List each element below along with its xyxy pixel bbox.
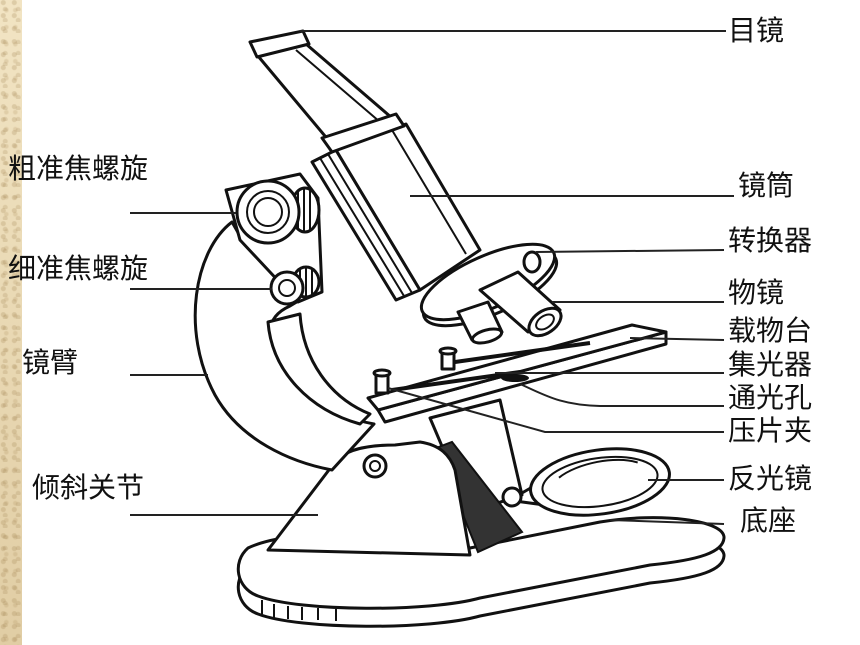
eyepiece <box>248 29 406 154</box>
arm <box>193 220 376 472</box>
clip-post-top <box>372 368 392 378</box>
label-clips: 压片夹 <box>728 414 812 447</box>
nosepiece-hole <box>522 250 542 274</box>
joint-screw-center <box>369 460 381 472</box>
labels: 目镜 镜筒 转换器 物镜 载物台 集光器 通光孔 压片夹 反光镜 底座 粗准焦螺… <box>8 14 812 537</box>
rack-teeth <box>319 153 413 297</box>
parchment-border <box>0 0 22 645</box>
aperture-hole <box>501 374 529 382</box>
tube-highlight <box>391 129 467 255</box>
eyepiece-cap <box>248 29 311 59</box>
label-stage: 载物台 <box>728 314 812 347</box>
clip-post-top <box>438 346 458 356</box>
label-coarse-focus: 粗准焦螺旋 <box>8 152 148 185</box>
label-eyepiece: 目镜 <box>728 14 784 47</box>
mirror-highlight <box>558 458 638 479</box>
mirror-pivot <box>501 486 523 508</box>
leader-stage <box>629 337 725 341</box>
label-condenser: 集光器 <box>728 348 812 381</box>
label-arm: 镜臂 <box>22 346 78 379</box>
leader-clips <box>387 387 724 433</box>
fine-focus-knob <box>269 265 321 306</box>
joint-screw <box>362 453 388 479</box>
base-hatching <box>261 600 337 621</box>
objective-small-tip <box>470 327 504 345</box>
label-tube: 镜筒 <box>738 169 794 202</box>
mirror-frame <box>529 447 671 517</box>
coarse-focus-knob <box>235 179 321 245</box>
clip-spring-back <box>454 341 591 364</box>
coarse-knob-ring <box>246 190 290 234</box>
leader-aperture <box>519 383 724 407</box>
fine-knob-face <box>269 270 305 306</box>
objective-large-lens <box>535 313 555 331</box>
clip-spring-front <box>391 370 521 392</box>
label-aperture: 通光孔 <box>728 381 812 414</box>
inclination-joint <box>266 440 524 557</box>
label-nosepiece: 转换器 <box>728 224 812 257</box>
leader-nosepiece <box>535 249 725 253</box>
stage-top <box>366 323 668 412</box>
stage-clip-back <box>438 346 458 371</box>
coarse-knob-center <box>253 197 283 227</box>
leader-base <box>609 519 725 525</box>
fine-knob-center <box>278 279 296 297</box>
label-objective: 物镜 <box>728 276 784 309</box>
eyepiece-collar <box>320 112 406 154</box>
arm-inner-face <box>266 312 372 426</box>
leader-lines <box>130 30 734 525</box>
body-tube <box>310 122 482 302</box>
mirror <box>501 447 671 517</box>
objective-lenses <box>456 270 563 345</box>
label-base: 底座 <box>740 504 796 537</box>
stage <box>366 323 668 424</box>
label-fine-focus: 细准焦螺旋 <box>8 252 148 285</box>
mirror-glass <box>541 455 659 509</box>
stage-clip-front <box>372 368 392 395</box>
eyepiece-highlight <box>295 49 381 123</box>
label-mirror: 反光镜 <box>728 462 812 495</box>
label-inclination-joint: 倾斜关节 <box>32 471 144 504</box>
